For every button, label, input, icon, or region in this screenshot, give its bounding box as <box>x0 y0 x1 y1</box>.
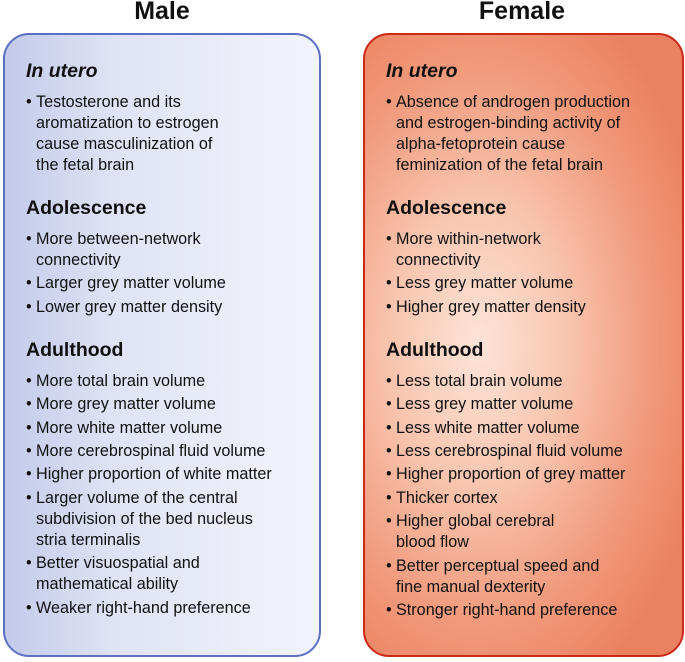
male-section-adolescence: Adolescence More between-network connect… <box>26 196 309 318</box>
item-line: Larger volume of the central <box>36 488 238 507</box>
female-section-title: Adolescence <box>386 197 507 219</box>
list-item: Higher proportion of white matter <box>26 464 309 485</box>
item-line: Better perceptual speed and <box>396 556 600 575</box>
list-item: Larger volume of the central subdivision… <box>26 488 309 551</box>
item-line: Less grey matter volume <box>396 274 574 293</box>
list-item: Better visuospatial and mathematical abi… <box>26 553 309 595</box>
item-line: More between-network <box>36 230 201 248</box>
item-line: Testosterone and its <box>36 93 181 111</box>
item-line: Less cerebrospinal fluid volume <box>396 441 623 460</box>
male-section-in-utero: In utero Testosterone and its aromatizat… <box>26 59 309 176</box>
item-line: More cerebrospinal fluid volume <box>36 441 266 460</box>
item-line: connectivity <box>396 251 481 269</box>
item-line: More white matter volume <box>36 418 223 437</box>
item-line: Lower grey matter density <box>36 297 223 316</box>
male-section-title: Adulthood <box>26 338 124 361</box>
list-item: Weaker right-hand preference <box>26 598 309 619</box>
item-line: Higher proportion of grey matter <box>396 465 626 484</box>
female-section-adulthood: Adulthood Less total brain volume Less g… <box>386 338 672 621</box>
item-line: More grey matter volume <box>36 395 216 414</box>
list-item: Higher proportion of grey matter <box>386 464 672 485</box>
item-line: Better visuospatial and <box>36 554 200 573</box>
list-item: Larger grey matter volume <box>26 273 309 294</box>
item-line: alpha-fetoprotein cause <box>396 135 566 153</box>
item-line: feminization of the fetal brain <box>396 156 603 174</box>
item-line: Thicker cortex <box>396 488 498 507</box>
list-item: Absence of androgen production and estro… <box>386 92 672 176</box>
female-in-utero-list: Absence of androgen production and estro… <box>386 92 672 176</box>
list-item: Thicker cortex <box>386 488 672 509</box>
list-item: Testosterone and its aromatization to es… <box>26 92 309 176</box>
female-section-title: Adulthood <box>386 338 484 361</box>
male-panel: In utero Testosterone and its aromatizat… <box>3 33 321 657</box>
list-item: Higher grey matter density <box>386 297 672 318</box>
male-section-title: In utero <box>26 60 98 82</box>
list-item: More grey matter volume <box>26 394 309 415</box>
item-line: Absence of androgen production <box>396 93 630 111</box>
list-item: Less cerebrospinal fluid volume <box>386 441 672 462</box>
item-line: fine manual dexterity <box>396 577 546 596</box>
item-line: blood flow <box>396 533 469 552</box>
item-line: Less total brain volume <box>396 371 563 390</box>
male-section-adulthood: Adulthood More total brain volume More g… <box>26 338 309 619</box>
female-column-title: Female <box>478 0 566 25</box>
item-line: mathematical ability <box>36 575 179 594</box>
item-line: Larger grey matter volume <box>36 274 226 293</box>
male-column-title: Male <box>134 0 190 25</box>
female-section-title: In utero <box>386 60 458 82</box>
female-section-adolescence: Adolescence More within-network connecti… <box>386 196 672 318</box>
list-item: More total brain volume <box>26 371 309 392</box>
list-item: Better perceptual speed and fine manual … <box>386 556 672 598</box>
item-line: Higher global cerebral <box>396 512 555 531</box>
list-item: Less grey matter volume <box>386 394 672 415</box>
item-line: and estrogen-binding activity of <box>396 114 621 132</box>
list-item: Lower grey matter density <box>26 297 309 318</box>
list-item: Higher global cerebral blood flow <box>386 511 672 553</box>
list-item: More white matter volume <box>26 418 309 439</box>
female-adolescence-list: More within-network connectivity Less gr… <box>386 229 672 318</box>
item-line: Weaker right-hand preference <box>36 598 251 617</box>
list-item: More cerebrospinal fluid volume <box>26 441 309 462</box>
male-adolescence-list: More between-network connectivity Larger… <box>26 229 309 318</box>
item-line: connectivity <box>36 251 121 269</box>
item-line: stria terminalis <box>36 530 141 549</box>
item-line: Less white matter volume <box>396 418 580 437</box>
item-line: Less grey matter volume <box>396 395 574 414</box>
item-line: More within-network <box>396 230 541 248</box>
list-item: Less grey matter volume <box>386 273 672 294</box>
item-line: Stronger right-hand preference <box>396 600 618 619</box>
item-line: Higher grey matter density <box>396 297 586 316</box>
list-item: Stronger right-hand preference <box>386 600 672 621</box>
female-panel: In utero Absence of androgen production … <box>363 33 684 657</box>
item-line: the fetal brain <box>36 156 135 174</box>
male-section-title: Adolescence <box>26 197 147 219</box>
item-line: Higher proportion of white matter <box>36 465 272 484</box>
male-adulthood-list: More total brain volume More grey matter… <box>26 371 309 619</box>
item-line: subdivision of the bed nucleus <box>36 509 253 528</box>
item-line: aromatization to estrogen <box>36 114 219 132</box>
list-item: More between-network connectivity <box>26 229 309 271</box>
item-line: More total brain volume <box>36 371 206 390</box>
female-adulthood-list: Less total brain volume Less grey matter… <box>386 371 672 621</box>
item-line: cause masculinization of <box>36 135 213 153</box>
list-item: Less white matter volume <box>386 418 672 439</box>
male-in-utero-list: Testosterone and its aromatization to es… <box>26 92 309 176</box>
list-item: Less total brain volume <box>386 371 672 392</box>
female-section-in-utero: In utero Absence of androgen production … <box>386 59 672 176</box>
list-item: More within-network connectivity <box>386 229 672 271</box>
